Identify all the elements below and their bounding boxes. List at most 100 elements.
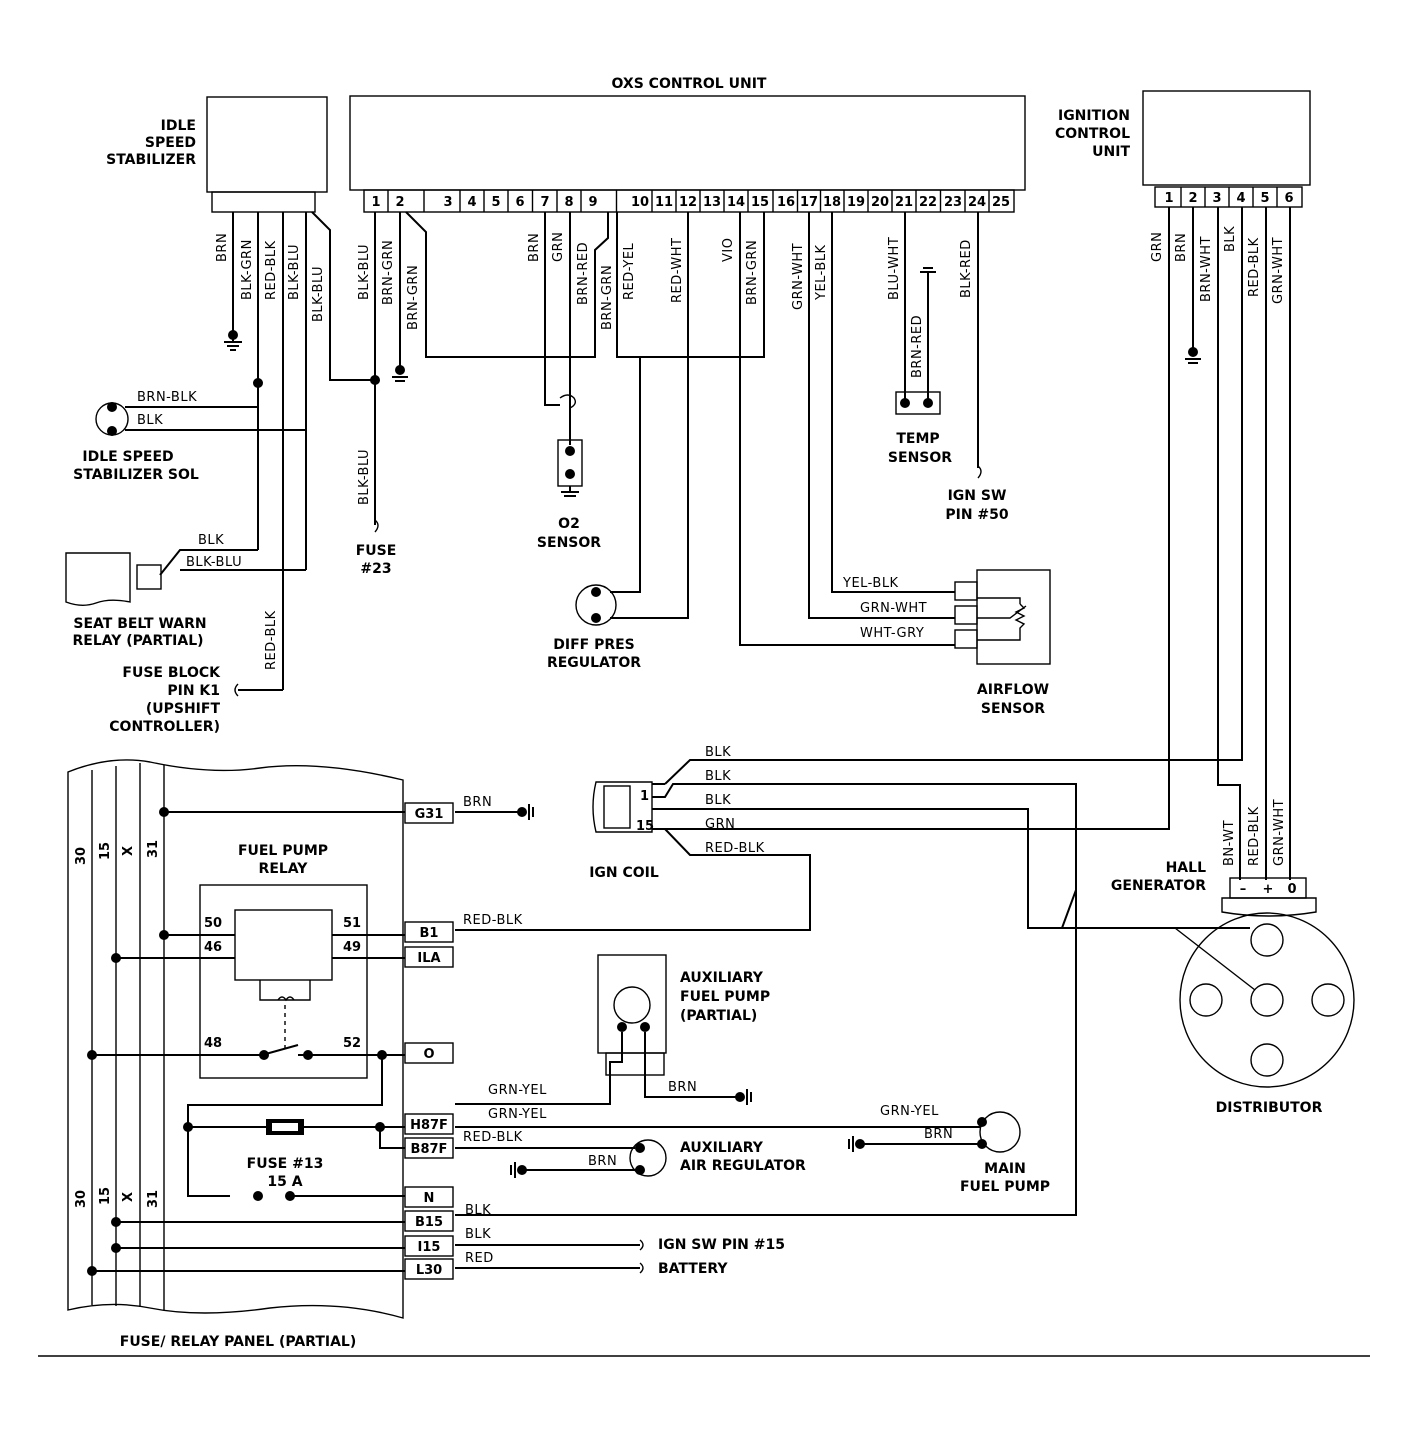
oxs-pin-label: 6 [515,195,524,210]
wire-label-blu-wht: BLU-WHT [887,237,902,300]
airflow-sensor [954,569,1051,665]
o2-sensor [557,439,583,497]
wire-label-grn-wht-2: GRN-WHT [860,601,927,616]
fuse13-label-2: 15 A [267,1174,302,1190]
fuse23-label-2: #23 [360,561,391,577]
o2-sensor-wires [544,212,571,445]
oxs-pin-label: 20 [871,195,889,210]
fuse-block-label-1: FUSE BLOCK [122,665,221,681]
wire-label-blk-blu-5: BLK-BLU [357,449,372,505]
wire-label-red-blk-2: RED-BLK [264,610,279,670]
panel-terminal-box [404,1235,454,1257]
relay-pin-48: 48 [204,1036,222,1051]
panel-label: FUSE/ RELAY PANEL (PARTIAL) [120,1334,357,1350]
wire-label-blk-coil-3: BLK [705,793,731,808]
panel-terminal-box [404,1042,454,1064]
fuel-pump-relay [199,884,368,1079]
seat-belt-label-2: RELAY (PARTIAL) [72,633,203,649]
wire-label-brn-red-2: BRN-RED [910,315,925,378]
wire-label-blk-blu: BLK-BLU [287,244,302,300]
idle-speed-stabilizer-box [206,96,328,193]
panel-terminal-label: G31 [415,807,444,822]
idle-stab-connector [211,191,316,213]
bus-30: 30 [74,847,89,865]
oxs-pin-label: 1 [371,195,380,210]
panel-terminal-box [404,1258,454,1280]
fuse-block-label-3: (UPSHIFT [146,701,221,717]
wire-label-grn-yel-2: GRN-YEL [488,1107,547,1122]
wire-label-grn-coil: GRN [705,817,735,832]
oxs-pin-label: 12 [679,195,697,210]
oxs-pin-label: 9 [588,195,597,210]
wire-label-red-blk-coil: RED-BLK [705,841,765,856]
temp-label-2: SENSOR [888,450,952,466]
icu-wires [664,207,1291,880]
icu-label-3: UNIT [1092,144,1130,160]
wire-label-brn-g31: BRN [463,795,492,810]
oxs-pin-label: 16 [777,195,795,210]
airflow-wires [808,212,955,619]
panel-terminal-label: O [423,1047,434,1062]
panel-terminal-label: B1 [420,926,439,941]
fuse-13 [266,1119,304,1135]
bus-30-lower: 30 [74,1190,89,1208]
wire-label-yel-blk: YEL-BLK [814,244,829,301]
wire-label-red-blk: RED-BLK [264,240,279,300]
oxs-control-unit-box [349,95,1026,191]
panel-terminal-label: B87F [411,1142,448,1157]
wire-label-blk: BLK [137,413,163,428]
icu-pin-label: 4 [1236,191,1245,206]
diff-label-2: REGULATOR [547,655,641,671]
oxs-pin-label: 11 [655,195,673,210]
icu-pin-label: 5 [1260,191,1269,206]
wire-label-bn-wt: BN-WT [1222,820,1237,866]
bus-x-lower: X [121,1192,136,1202]
wire-label-grn-yel-1: GRN-YEL [488,1083,547,1098]
wire-label-grn: GRN [551,232,566,262]
oxs-pin-label: 25 [992,195,1010,210]
panel-terminal-label: H87F [410,1118,448,1133]
fuse-block-label-2: PIN K1 [167,683,220,699]
hall-label-1: HALL [1166,860,1206,876]
relay-pin-52: 52 [343,1036,361,1051]
panel-terminal-label: I15 [418,1240,441,1255]
wire-label-brn-wht: BRN-WHT [1199,236,1214,302]
oxs-pin-label: 19 [847,195,865,210]
oxs-control-unit-title: OXS CONTROL UNIT [612,76,767,92]
panel-terminal-box [404,1137,454,1159]
wire-label-red-blk-3: RED-BLK [1247,237,1262,297]
panel-terminal-box [404,1113,454,1135]
fuel-relay-label-1: FUEL PUMP [238,843,328,859]
oxs-pin-label: 23 [944,195,962,210]
oxs-pin-label: 24 [968,195,986,210]
wire-label-red-blk-4: RED-BLK [1247,806,1262,866]
oxs-pin-label: 4 [467,195,476,210]
wire-label-blk-blu-4: BLK-BLU [357,244,372,300]
ign-coil-label: IGN COIL [589,865,659,881]
wire-label-blk-3: BLK [1223,226,1238,252]
auxiliary-fuel-pump [597,954,752,1105]
wire-label-brn-2: BRN [527,233,542,262]
oxs-pin-label: 3 [443,195,452,210]
panel-terminal-label: ILA [417,951,440,966]
wire-label-grn-2: GRN [1150,232,1165,262]
icu-pin-label: 2 [1188,191,1197,206]
aux-air-label-2: AIR REGULATOR [680,1158,806,1174]
airflow-label-2: SENSOR [981,701,1045,717]
aux-pump-label-1: AUXILIARY [680,970,764,986]
distributor-cap [1174,912,1355,1088]
bus-x: X [121,846,136,856]
o2-label-2: SENSOR [537,535,601,551]
seat-belt-label-1: SEAT BELT WARN [73,616,206,632]
bus-31: 31 [146,840,161,858]
fuse-block-label-4: CONTROLLER) [109,719,220,735]
aux-air-label-1: AUXILIARY [680,1140,764,1156]
oxs-pin1-2-wires [374,211,609,525]
temp-sensor [895,391,941,415]
ign-coil: 1 15 [592,781,654,834]
wire-label-yel-blk-2: YEL-BLK [842,576,899,591]
battery-label: BATTERY [658,1261,728,1277]
hall-generator-connector: – + 0 [1221,877,1317,917]
hall-pin-minus: – [1240,882,1247,897]
